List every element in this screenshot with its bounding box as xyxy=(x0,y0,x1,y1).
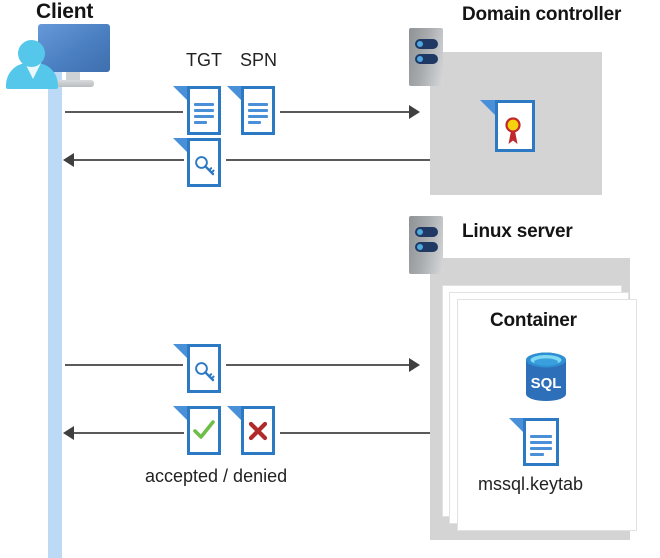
flow-3-line-left xyxy=(65,364,183,366)
container-card-front xyxy=(458,300,636,530)
keytab-label: mssql.keytab xyxy=(478,474,584,494)
certificate-medal-icon xyxy=(505,117,521,144)
server-bay xyxy=(415,39,438,49)
flow-2-line-right xyxy=(226,159,430,161)
domain-controller-title: Domain controller xyxy=(462,4,622,25)
flow-3-line-right xyxy=(226,364,411,366)
flow-1-line-right xyxy=(280,111,411,113)
cross-icon xyxy=(248,421,268,441)
person-head-icon xyxy=(18,40,45,67)
flow-1-line-left xyxy=(65,111,183,113)
sql-label: SQL xyxy=(531,375,562,392)
accepted-denied-label: accepted / denied xyxy=(145,466,288,486)
monitor-screen-icon xyxy=(38,24,110,72)
flow-1-arrowhead xyxy=(409,105,420,119)
flow-2-arrowhead xyxy=(63,153,74,167)
person-collar-icon xyxy=(25,63,41,79)
server-rack-icon-linux xyxy=(409,216,443,274)
server-bay xyxy=(415,227,438,237)
flow-2-line-left xyxy=(74,159,184,161)
client-title: Client xyxy=(36,0,94,23)
linux-server-title: Linux server xyxy=(462,221,573,242)
key-icon xyxy=(195,156,215,176)
key-icon xyxy=(195,362,215,382)
flow-4-line-left xyxy=(74,432,184,434)
client-lifeline xyxy=(48,58,62,558)
flow-4-arrowhead xyxy=(63,426,74,440)
check-icon xyxy=(193,420,215,439)
sql-database-icon: SQL xyxy=(526,352,566,401)
server-rack-icon-domain-controller xyxy=(409,28,443,86)
flow-4-line-right xyxy=(280,432,430,434)
server-bay xyxy=(415,242,438,252)
monitor-base-icon xyxy=(54,80,94,87)
client-workstation-icon xyxy=(6,24,116,89)
flow-3-arrowhead xyxy=(409,358,420,372)
spn-label: SPN xyxy=(240,50,278,70)
server-bay xyxy=(415,54,438,64)
monitor-stand-icon xyxy=(66,72,80,82)
tgt-label: TGT xyxy=(186,50,222,70)
container-title: Container xyxy=(490,310,577,331)
